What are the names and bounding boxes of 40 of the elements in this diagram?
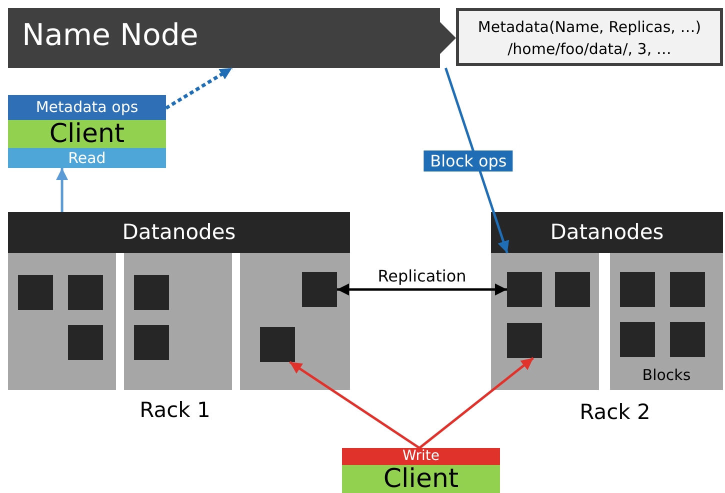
datanodes-header: Datanodes bbox=[549, 219, 665, 246]
double-arrow bbox=[337, 284, 507, 296]
server-panel bbox=[124, 253, 232, 390]
server-panel bbox=[240, 253, 350, 390]
band-label: Metadata ops bbox=[8, 95, 166, 120]
arrow bbox=[289, 360, 420, 450]
metadata-callout: Metadata(Name, Replicas, …) /home/foo/data/, 3, … bbox=[456, 8, 723, 66]
block-square bbox=[260, 327, 295, 362]
band-label: Write bbox=[342, 448, 500, 465]
rack-label: Rack 1 bbox=[140, 398, 210, 422]
edge-label: Block ops bbox=[424, 150, 513, 171]
block-square bbox=[68, 325, 103, 360]
arrow bbox=[418, 357, 534, 449]
client-label: Client bbox=[342, 465, 500, 493]
block-square bbox=[302, 272, 337, 307]
block-square bbox=[555, 272, 590, 307]
block-square bbox=[134, 275, 169, 310]
datanode-rack bbox=[8, 212, 350, 392]
server-panel bbox=[8, 253, 116, 390]
dotted-arrow bbox=[165, 66, 233, 110]
blocks-caption: Blocks bbox=[641, 366, 692, 384]
block-square bbox=[134, 325, 169, 360]
arrow bbox=[444, 68, 510, 254]
block-square bbox=[670, 322, 705, 357]
block-square bbox=[620, 322, 655, 357]
datanode-rack bbox=[491, 212, 723, 392]
block-square bbox=[507, 272, 542, 307]
server-panel bbox=[610, 253, 723, 390]
band-label: Read bbox=[8, 148, 166, 168]
block-square bbox=[68, 275, 103, 310]
datanodes-header: Datanodes bbox=[121, 219, 237, 246]
block-square bbox=[670, 272, 705, 307]
client-label: Client bbox=[8, 120, 166, 148]
block-square bbox=[620, 272, 655, 307]
block-square bbox=[18, 275, 53, 310]
arrow bbox=[56, 168, 68, 212]
server-panel bbox=[491, 253, 599, 390]
block-square bbox=[507, 323, 542, 358]
rack-label: Rack 2 bbox=[580, 400, 650, 424]
name-node-box: Name Node bbox=[8, 8, 456, 68]
